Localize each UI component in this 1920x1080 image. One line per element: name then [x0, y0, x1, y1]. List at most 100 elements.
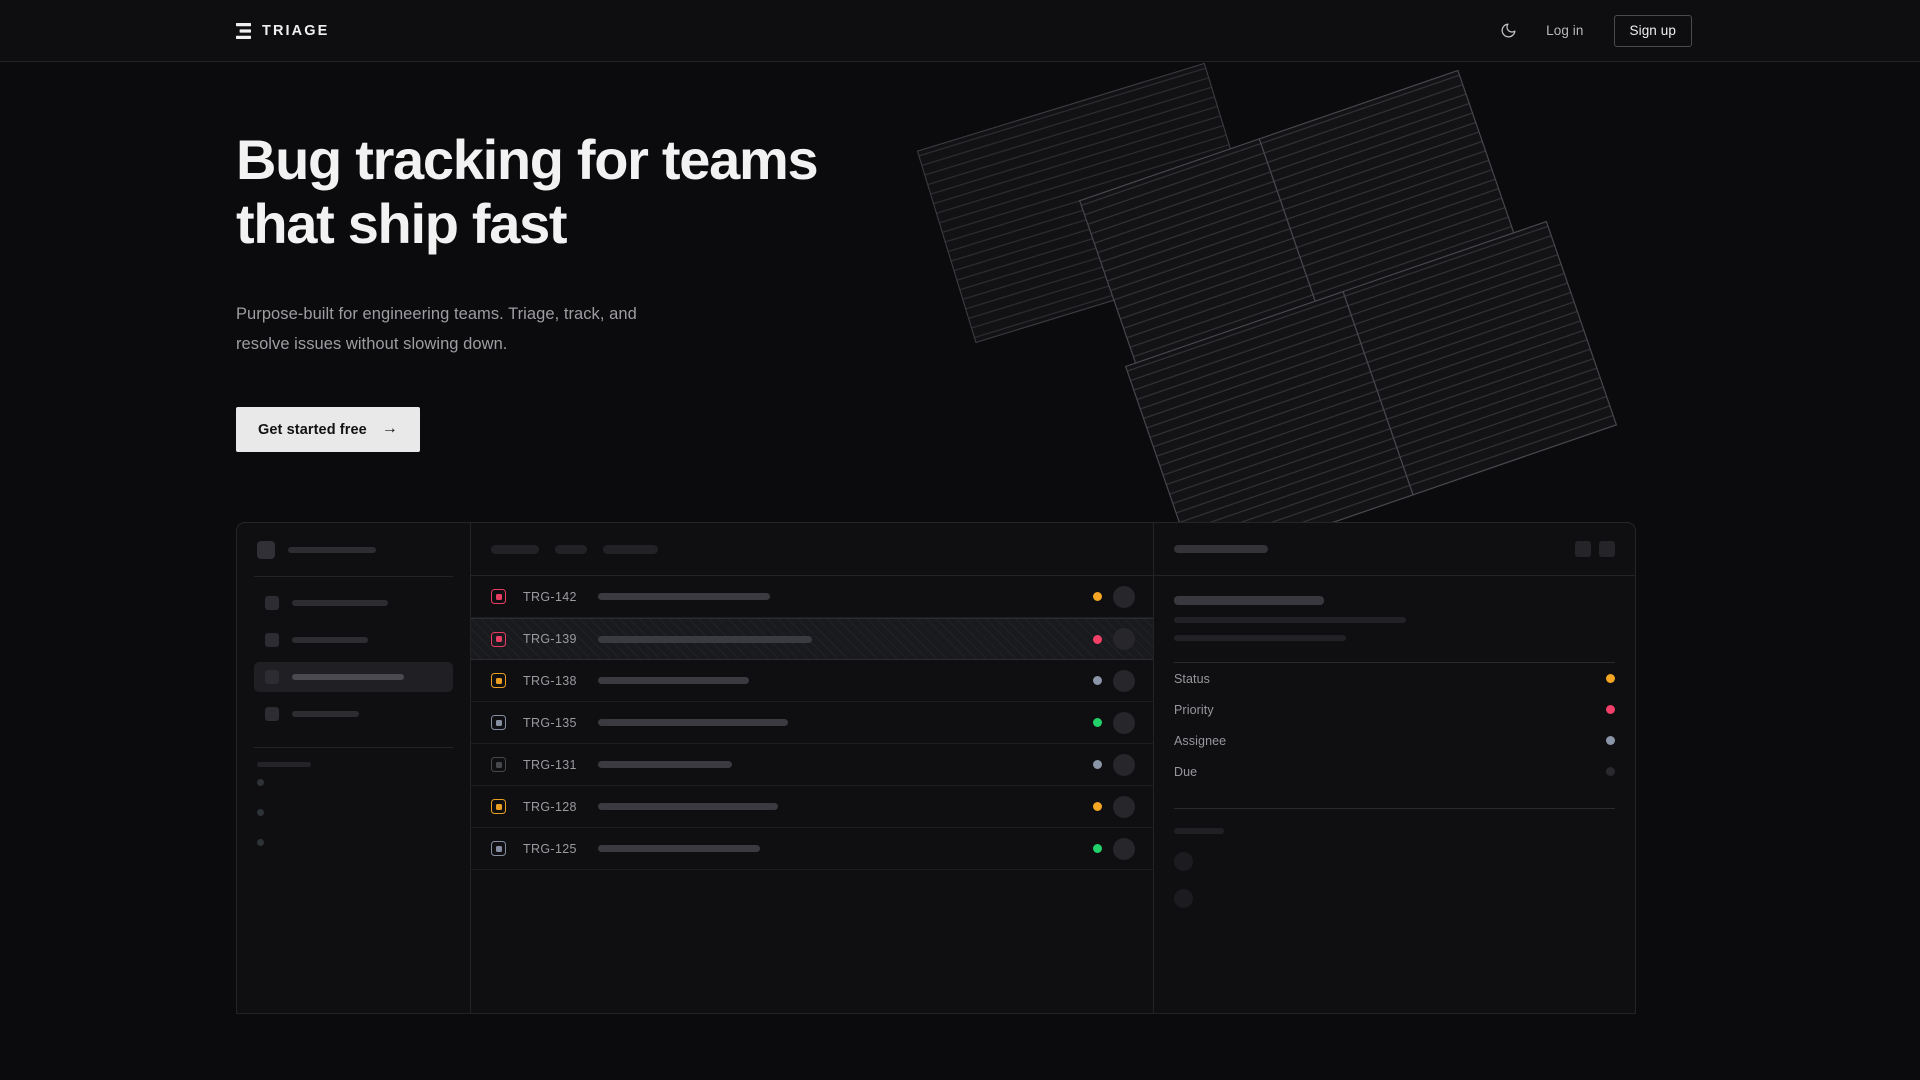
detail-meta-status[interactable]: Status: [1174, 663, 1615, 694]
sidebar-item-icon: [265, 707, 279, 721]
priority-badge-icon: [491, 589, 506, 604]
avatar[interactable]: [1113, 585, 1135, 608]
triage-bars-icon: [236, 22, 251, 39]
issue-row-meta: [1093, 837, 1135, 860]
brand-name: TRIAGE: [262, 22, 330, 39]
toolbar-filter-0[interactable]: [491, 544, 539, 554]
detail-action-icon-2[interactable]: [1599, 541, 1615, 557]
avatar[interactable]: [1113, 711, 1135, 734]
table-row[interactable]: TRG-138: [471, 660, 1153, 702]
get-started-label: Get started free: [258, 421, 367, 438]
avatar[interactable]: [1113, 795, 1135, 818]
sidebar-item-1[interactable]: [254, 625, 453, 655]
detail-description: [1174, 617, 1615, 641]
sidebar-project-item[interactable]: [254, 767, 453, 797]
issue-id: TRG-139: [523, 632, 577, 646]
sidebar-project-item[interactable]: [254, 797, 453, 827]
status-badge: [1093, 676, 1102, 685]
site-header: TRIAGE Log in Sign up: [0, 0, 1920, 62]
avatar[interactable]: [1113, 669, 1135, 692]
page-title: Bug tracking for teams that ship fast: [236, 128, 819, 255]
detail-meta-assignee[interactable]: Assignee: [1174, 725, 1615, 756]
avatar[interactable]: [1113, 628, 1135, 650]
priority-badge-icon: [491, 757, 506, 772]
issue-title-placeholder: [598, 761, 732, 768]
sidebar-item-3[interactable]: [254, 699, 453, 729]
sidebar-item-icon: [265, 670, 279, 684]
hero-subtitle: Purpose-built for engineering teams. Tri…: [236, 305, 637, 353]
table-row[interactable]: TRG-131: [471, 744, 1153, 786]
sidebar-item-label-placeholder: [292, 674, 404, 680]
signup-button[interactable]: Sign up: [1613, 14, 1692, 47]
brand-logo[interactable]: TRIAGE: [236, 22, 329, 40]
decor-ribbon-1: [916, 62, 1264, 344]
sidebar-nav: [254, 577, 453, 747]
toolbar-filter-2[interactable]: [603, 544, 658, 554]
detail-meta-value-dot: [1606, 736, 1615, 745]
detail-description-line: [1174, 617, 1406, 623]
detail-action-icon-1[interactable]: [1575, 541, 1591, 557]
detail-description-line: [1174, 635, 1346, 641]
issue-title-placeholder: [598, 635, 812, 643]
project-dot-icon: [257, 808, 264, 816]
activity-avatar[interactable]: [1174, 852, 1193, 871]
sidebar-item-0[interactable]: [254, 588, 453, 618]
detail-meta-priority[interactable]: Priority: [1174, 694, 1615, 725]
table-row[interactable]: TRG-125: [471, 828, 1153, 870]
project-dot-icon: [257, 838, 264, 846]
issue-title-placeholder: [598, 803, 778, 810]
detail-divider-top: [1174, 662, 1615, 663]
status-badge: [1093, 634, 1102, 644]
detail-meta-label: Status: [1174, 671, 1211, 686]
table-row[interactable]: TRG-135: [471, 702, 1153, 744]
detail-divider-bottom: [1174, 808, 1615, 809]
detail-header-title-placeholder: [1174, 545, 1268, 553]
app-sidebar: [237, 523, 471, 1013]
workspace-name-placeholder: [288, 546, 376, 553]
sidebar-project-item[interactable]: [254, 827, 453, 857]
sidebar-item-2[interactable]: [254, 662, 453, 692]
detail-meta-label: Priority: [1174, 702, 1214, 717]
priority-badge-icon: [491, 673, 506, 688]
theme-toggle-button[interactable]: [1491, 14, 1525, 48]
status-badge: [1093, 844, 1102, 853]
activity-avatar[interactable]: [1174, 889, 1193, 908]
status-badge: [1093, 592, 1102, 601]
detail-meta-value-dot: [1606, 767, 1615, 776]
detail-issue-title-placeholder: [1174, 596, 1324, 605]
toolbar-filter-1[interactable]: [555, 544, 587, 554]
sidebar-item-label-placeholder: [292, 600, 388, 606]
issue-title-placeholder: [598, 719, 788, 726]
issue-list-toolbar: [471, 523, 1153, 576]
table-row[interactable]: TRG-139: [471, 618, 1153, 660]
get-started-button[interactable]: Get started free →: [236, 407, 420, 452]
login-link[interactable]: Log in: [1546, 23, 1584, 38]
table-row[interactable]: TRG-128: [471, 786, 1153, 828]
detail-meta-value-dot: [1606, 674, 1615, 683]
issue-id: TRG-135: [523, 715, 577, 730]
sidebar-workspace-switcher[interactable]: [254, 523, 453, 576]
detail-header-actions: [1575, 541, 1615, 557]
sidebar-item-label-placeholder: [292, 637, 368, 643]
detail-activity-label: [1174, 828, 1224, 834]
avatar[interactable]: [1113, 837, 1135, 860]
detail-meta-value-dot: [1606, 705, 1615, 714]
detail-meta-due[interactable]: Due: [1174, 756, 1615, 787]
sidebar-section-label: [257, 762, 311, 767]
issue-id: TRG-128: [523, 799, 577, 814]
detail-meta-label: Due: [1174, 764, 1198, 779]
arrow-right-icon: →: [381, 420, 398, 437]
issue-id: TRG-125: [523, 841, 577, 856]
priority-badge-icon: [491, 715, 506, 730]
sidebar-project-list: [254, 767, 453, 857]
table-row[interactable]: TRG-142: [471, 576, 1153, 618]
sidebar-item-label-placeholder: [292, 711, 359, 717]
avatar[interactable]: [1113, 753, 1135, 776]
